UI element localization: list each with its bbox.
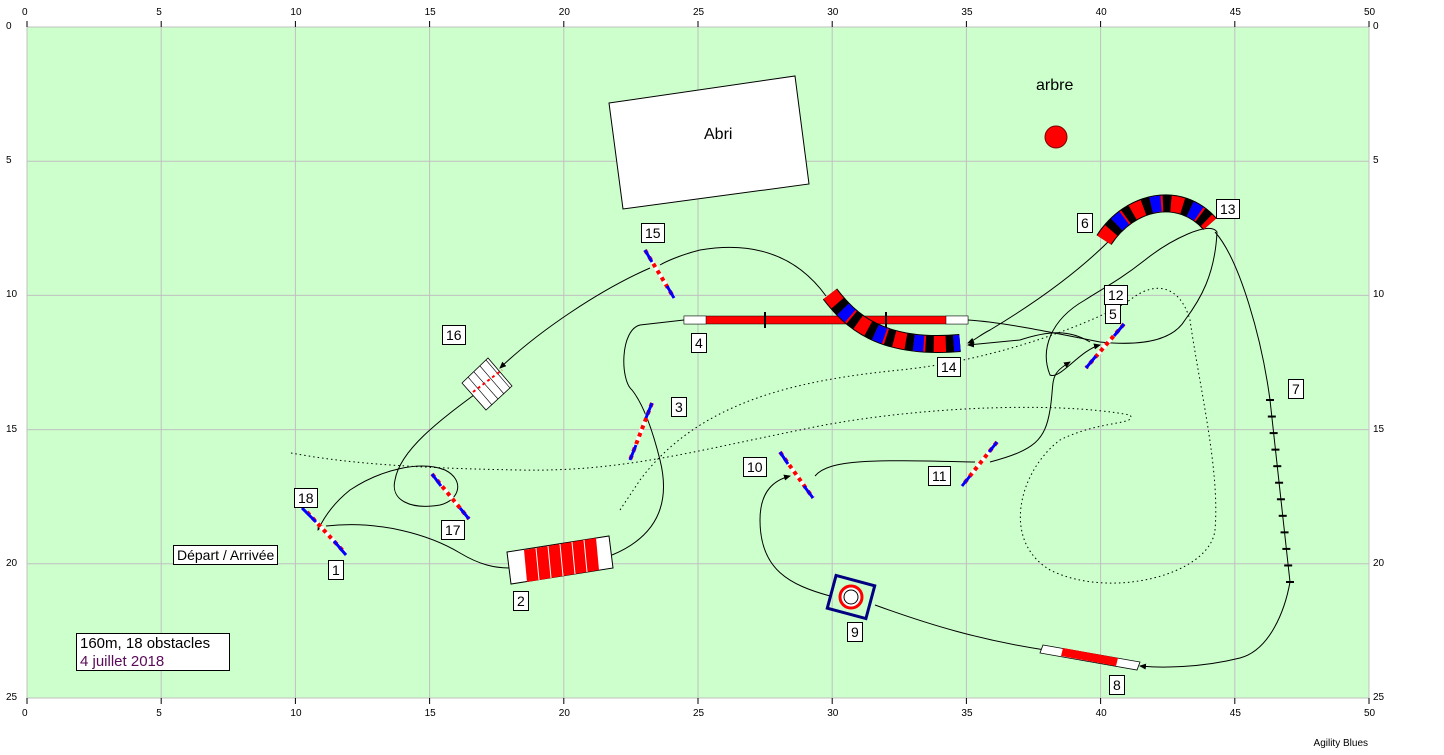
x-axis-tick-label: 10 — [290, 7, 302, 18]
course-info-length: 160m, 18 obstacles — [80, 635, 211, 652]
y-axis-tick-label: 0 — [6, 21, 12, 32]
x-axis-tick-label: 45 — [1229, 7, 1241, 18]
dog-path-segment — [500, 246, 827, 368]
x-axis-tick-label: 20 — [558, 708, 570, 719]
tree-label: arbre — [1036, 77, 1074, 94]
dog-path-segment — [1140, 231, 1291, 667]
y-axis-tick-label: 0 — [1373, 21, 1379, 32]
obstacle-16-jump-rail — [461, 357, 513, 411]
weave-poles — [1266, 399, 1294, 583]
x-axis-tick-label: 40 — [1095, 7, 1107, 18]
dog-path-segment — [759, 476, 1046, 651]
y-axis-tick-label: 25 — [6, 692, 18, 703]
obstacle-number-8: 8 — [1109, 675, 1125, 695]
x-axis-tick-label: 5 — [156, 708, 162, 719]
y-axis-tick-label: 5 — [6, 155, 12, 167]
tree-marker — [1044, 125, 1068, 149]
shelter-label: Abri — [704, 126, 733, 143]
x-axis-tick-label: 0 — [22, 708, 28, 719]
start-finish-label: Départ / Arrivée — [173, 545, 279, 565]
x-axis-tick-label: 35 — [961, 708, 973, 719]
obstacle-number-9: 9 — [847, 622, 863, 642]
x-axis-tick-label: 35 — [961, 7, 973, 18]
hurdle-17 — [430, 472, 471, 521]
obstacle-4-dogwalk — [683, 312, 969, 328]
y-axis-tick-label: 10 — [1373, 289, 1385, 301]
obstacle-2-wall — [506, 535, 614, 585]
obstacle-number-11: 11 — [928, 466, 951, 486]
x-axis-tick-label: 50 — [1364, 7, 1376, 18]
obstacle-9-tire — [825, 573, 877, 621]
y-axis-tick-label: 25 — [1373, 692, 1385, 703]
x-axis-tick-label: 0 — [22, 7, 28, 18]
dog-path-segment — [967, 239, 1111, 344]
y-axis-tick-label: 20 — [6, 557, 18, 569]
obstacle-number-4: 4 — [691, 333, 707, 353]
x-axis-tick-label: 25 — [693, 7, 705, 18]
x-axis-tick-label: 20 — [558, 7, 570, 18]
hurdle-5 — [1084, 322, 1126, 370]
tunnel-14-fill — [823, 289, 961, 352]
obstacle-number-10: 10 — [743, 457, 767, 477]
hurdle-1 — [300, 506, 348, 556]
hurdle-10 — [778, 450, 815, 500]
obstacle-number-14: 14 — [937, 357, 961, 377]
obstacle-number-16: 16 — [442, 325, 466, 345]
brand-label: Agility Blues — [1313, 738, 1368, 749]
y-axis-tick-label: 15 — [6, 423, 18, 435]
tunnel-6-13-blue — [1097, 195, 1216, 245]
y-axis-tick-label: 15 — [1373, 423, 1385, 435]
obstacle-number-6: 6 — [1077, 213, 1093, 233]
x-axis-tick-label: 25 — [693, 708, 705, 719]
obstacle-number-13: 13 — [1216, 199, 1240, 219]
dog-path-segment — [967, 332, 1091, 348]
axis-ticks — [26, 21, 1370, 704]
y-axis-tick-label: 5 — [1373, 155, 1379, 167]
obstacle-number-18: 18 — [294, 488, 318, 508]
obstacle-number-3: 3 — [671, 397, 687, 417]
x-axis-tick-label: 50 — [1364, 708, 1376, 719]
hurdle-3 — [628, 402, 654, 461]
x-axis-tick-label: 10 — [290, 708, 302, 719]
handler-path — [290, 287, 1217, 584]
obstacle-number-2: 2 — [513, 591, 529, 611]
obstacle-number-1: 1 — [328, 560, 344, 580]
shelter-abri — [608, 75, 810, 210]
dog-path-segment — [317, 391, 479, 531]
course-info: 160m, 18 obstacles 4 juillet 2018 — [76, 633, 230, 671]
obstacle-number-5: 5 — [1105, 304, 1121, 324]
obstacle-7-weave — [1269, 399, 1291, 583]
hurdle-11 — [960, 440, 999, 488]
hurdle-15 — [643, 248, 676, 300]
x-axis-tick-label: 30 — [827, 7, 839, 18]
x-axis-tick-label: 45 — [1229, 708, 1241, 719]
obstacle-8-seesaw — [1039, 644, 1141, 671]
y-axis-tick-label: 10 — [6, 289, 18, 301]
course-info-date: 4 juillet 2018 — [80, 653, 165, 670]
obstacle-number-17: 17 — [441, 520, 465, 540]
y-axis-tick-label: 20 — [1373, 557, 1385, 569]
obstacle-number-12: 12 — [1104, 285, 1128, 305]
x-axis-tick-label: 5 — [156, 7, 162, 18]
obstacle-number-7: 7 — [1288, 379, 1304, 399]
dog-path-segment — [814, 362, 1070, 477]
obstacle-number-15: 15 — [641, 223, 665, 243]
x-axis-tick-label: 15 — [424, 708, 436, 719]
x-axis-tick-label: 40 — [1095, 708, 1107, 719]
x-axis-tick-label: 30 — [827, 708, 839, 719]
x-axis-tick-label: 15 — [424, 7, 436, 18]
